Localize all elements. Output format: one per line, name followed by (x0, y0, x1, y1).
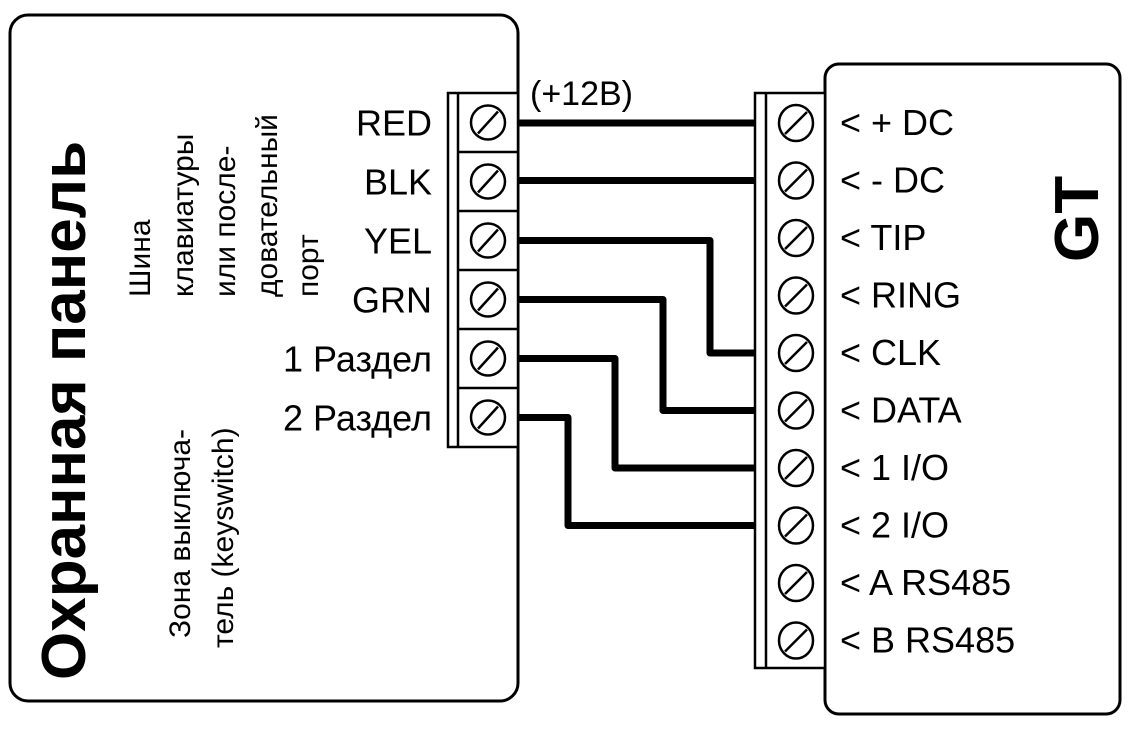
screw-terminal-icon (777, 161, 815, 200)
screw-terminal-icon (469, 281, 507, 318)
left-terminal-label: BLK (364, 162, 432, 203)
bus-caption-line: довательный (251, 114, 284, 297)
wire-1-раздел (518, 355, 755, 472)
right-terminal-label: < A RS485 (840, 562, 1011, 603)
screw-terminal-icon (469, 340, 507, 377)
left-terminal-label: 2 Раздел (283, 398, 432, 439)
keyswitch-caption: Зона выключа-тель (keyswitch) (164, 427, 240, 648)
bus-caption-line: порт (292, 234, 325, 297)
security-panel-title: Охранная панель (30, 141, 99, 680)
left-terminal-label: RED (356, 103, 432, 144)
keyswitch-caption-line: тель (keyswitch) (207, 427, 240, 648)
screw-terminal-icon (469, 399, 507, 436)
screw-terminal-icon (777, 391, 815, 430)
bus-caption-line: клавиатуры (167, 134, 200, 297)
right-terminal-label: < RING (840, 275, 961, 316)
screw-terminal-icon (777, 448, 815, 488)
gt-device-title: GT (1043, 176, 1112, 262)
screw-terminal-icon (777, 103, 815, 143)
voltage-note: (+12В) (530, 75, 633, 113)
left-terminal-label: YEL (364, 221, 432, 262)
wire-yel (518, 237, 755, 357)
right-terminal-label: < + DC (840, 102, 954, 143)
left-terminal-label: GRN (352, 280, 432, 321)
right-terminal-block: < + DC < - DC < TIP < RING < CLK < DATA < 1 I/… (753, 91, 1015, 670)
screw-terminal-icon (777, 333, 815, 373)
right-terminal-label: < 1 I/O (840, 447, 949, 488)
screw-terminal-icon (469, 163, 507, 200)
screw-terminal-icon (469, 222, 507, 259)
screw-terminal-icon (469, 104, 507, 141)
right-terminal-label: < - DC (840, 160, 945, 201)
screw-terminal-icon (777, 218, 815, 258)
screw-terminal-icon (777, 621, 815, 660)
right-terminal-label: < 2 I/O (840, 505, 949, 546)
screw-terminal-icon (777, 563, 815, 603)
wires (518, 119, 755, 529)
wire-2-раздел (518, 414, 755, 529)
screw-terminal-icon (777, 276, 815, 315)
right-terminal-label: < DATA (840, 390, 962, 431)
bus-caption-line: или после- (209, 146, 242, 297)
bus-caption-line: Шина (124, 219, 157, 297)
keyswitch-caption-line: Зона выключа- (164, 429, 197, 638)
right-terminal-label: < CLK (840, 332, 941, 373)
screw-terminal-icon (777, 506, 815, 545)
left-terminal-block: RED BLK YEL GRN 1 Раздел 2 Раздел (283, 91, 520, 449)
right-terminal-label: < TIP (840, 217, 926, 258)
wire-grn (518, 296, 755, 414)
left-terminal-label: 1 Раздел (283, 339, 432, 380)
right-terminal-label: < B RS485 (840, 620, 1015, 661)
